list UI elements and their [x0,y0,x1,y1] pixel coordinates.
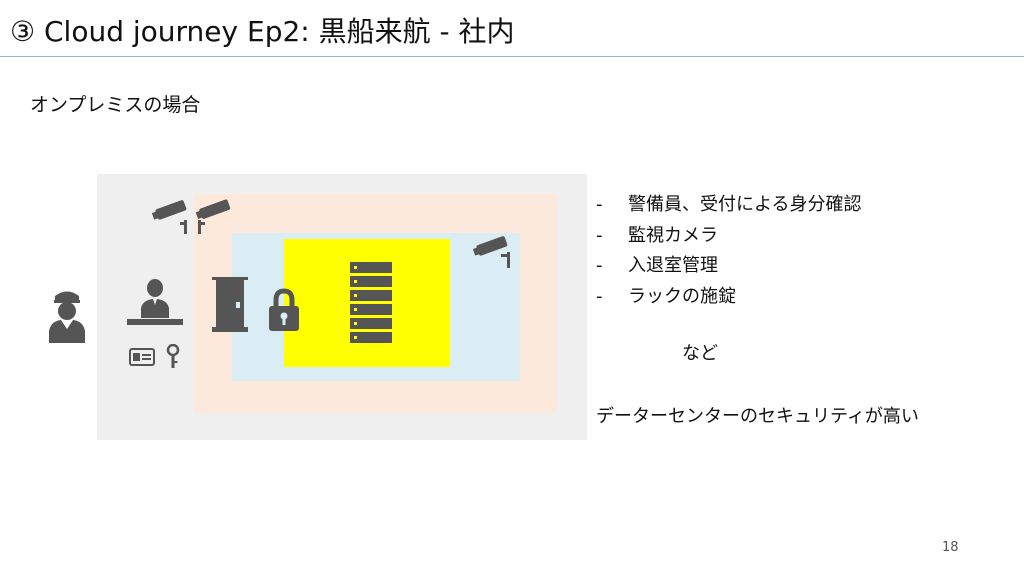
rack-zone [284,239,450,367]
list-item: -入退室管理 [596,255,718,276]
surveillance-camera-icon [152,199,231,234]
surveillance-camera-icon [473,236,510,268]
slide-title: ③ Cloud journey Ep2: 黒船来航 - 社内 [10,15,515,48]
conclusion-text: データーセンターのセキュリティが高い [596,406,919,427]
datacenter-security-diagram [49,174,587,440]
receptionist-icon [127,279,183,325]
title-divider [0,56,1024,57]
list-item: -監視カメラ [596,224,718,246]
list-item: -警備員、受付による身分確認 [596,194,862,215]
security-guard-icon [49,291,85,343]
padlock-icon [269,288,299,331]
slide-subtitle: オンプレミスの場合 [30,94,201,116]
door-icon [212,277,248,332]
list-item: -ラックの施錠 [596,285,736,307]
security-measures-list: -警備員、受付による身分確認 -監視カメラ -入退室管理 -ラックの施錠 [596,190,861,312]
etc-text: など [682,343,718,364]
key-icon [166,344,180,368]
server-rack-icon [350,262,392,343]
id-card-icon [129,348,155,366]
page-number: 18 [942,540,959,555]
